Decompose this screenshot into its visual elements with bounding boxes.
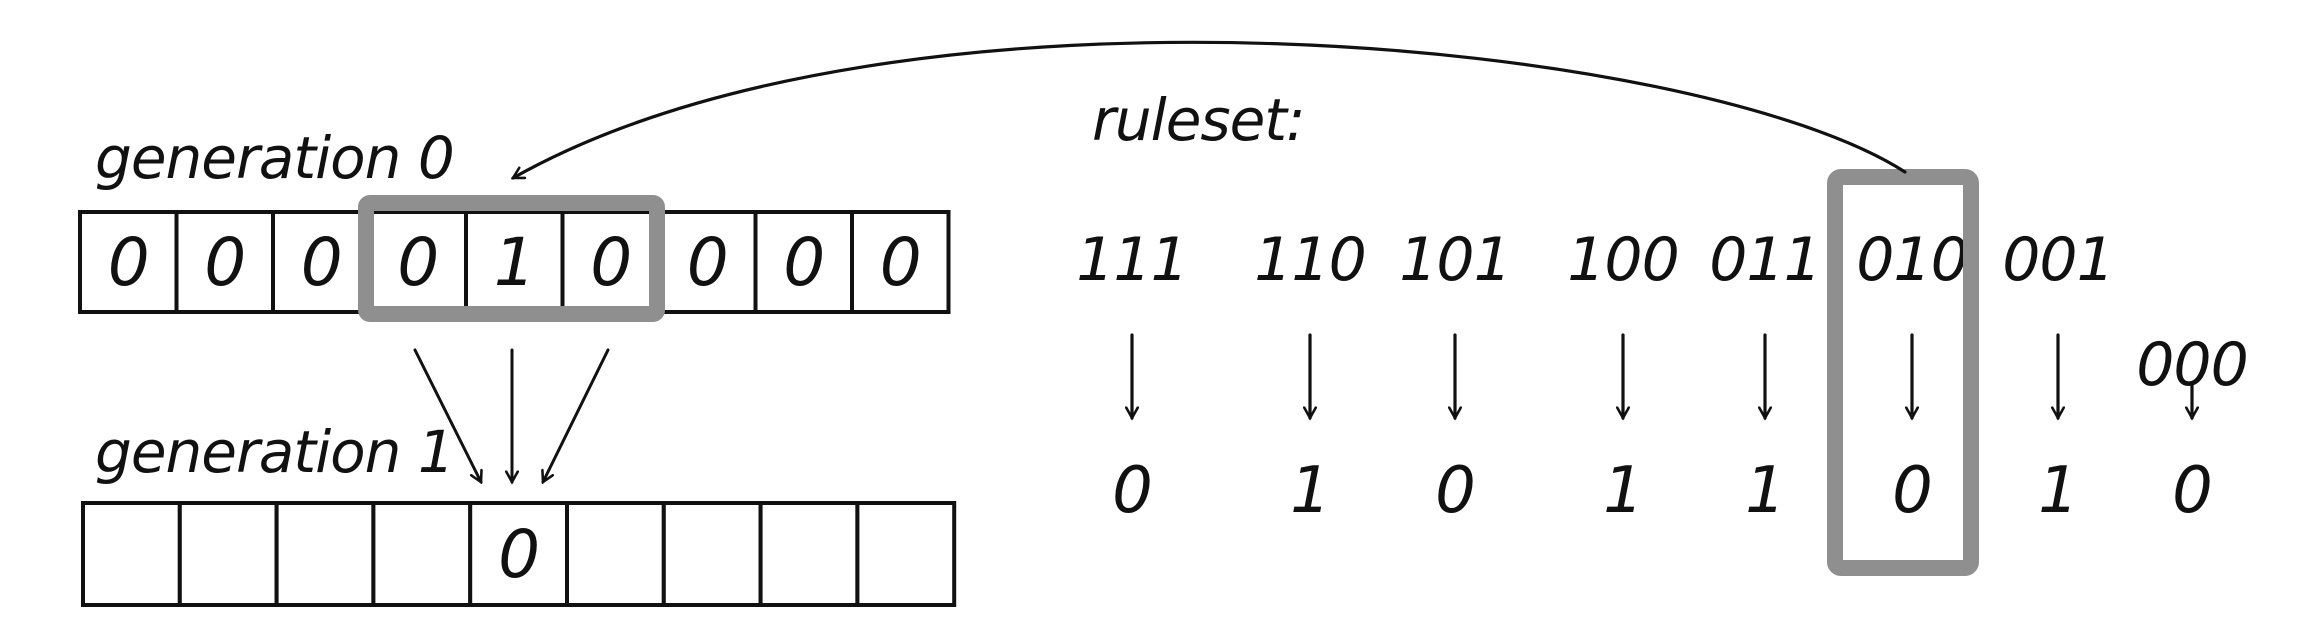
generation-0-cell (657, 210, 758, 314)
rule-output: 0 (1435, 454, 1475, 528)
generation-1-row: 0 (81, 501, 957, 607)
rule-output: 0 (1892, 454, 1932, 528)
rule-pattern: 101 (1399, 225, 1511, 295)
ruleset-label: ruleset: (1092, 86, 1305, 154)
generation-0-cell (850, 210, 951, 314)
neighborhood-arrows (413, 348, 610, 482)
generation-1-cell (661, 501, 763, 607)
rule-output: 1 (1603, 454, 1643, 528)
rule-to-neighborhood-arrow (513, 40, 1907, 180)
rule-output: 1 (1745, 454, 1785, 528)
generation-0-cell (78, 210, 179, 314)
right-neighbor-arrow (543, 348, 610, 482)
rule-pattern: 010 (1856, 225, 1968, 295)
generation-1-cell (177, 501, 279, 607)
rule-pattern: 111 (1076, 225, 1188, 295)
generation-0-cell-value: 0 (687, 224, 728, 301)
generation-0-cell-value: 0 (108, 224, 149, 301)
generation-0-cell-value: 1 (494, 224, 535, 301)
neighborhood-highlight (358, 195, 665, 322)
rule-pattern: 110 (1254, 225, 1366, 295)
generation-0-cell-value: 0 (301, 224, 342, 301)
rule-output: 0 (2172, 454, 2212, 528)
rule-output: 1 (2038, 454, 2078, 528)
rule-highlight (1827, 169, 1979, 576)
left-neighbor-arrow (413, 348, 481, 482)
generation-0-cell-value: 0 (783, 224, 824, 301)
generation-0-cell-value: 0 (880, 224, 921, 301)
generation-0-cell-value: 0 (204, 224, 245, 301)
generation-0-cell (560, 210, 661, 314)
generation-0-label: generation 0 (95, 124, 454, 192)
generation-0-cell (174, 210, 275, 314)
rule-pattern: 011 (1709, 225, 1821, 295)
generation-1-cell-value: 0 (498, 516, 539, 593)
generation-1-cell (371, 501, 473, 607)
generation-1-cell (855, 501, 957, 607)
rule-pattern: 100 (1567, 225, 1679, 295)
generation-0-cell (271, 210, 372, 314)
generation-1-cell (758, 501, 860, 607)
rule-output: 0 (1112, 454, 1152, 528)
generation-0-cell-value: 0 (590, 224, 631, 301)
generation-0-cell (753, 210, 854, 314)
generation-1-label: generation 1 (95, 418, 454, 486)
rule-pattern: 001 (2002, 225, 2114, 295)
generation-1-cell (565, 501, 666, 607)
generation-1-cell (81, 501, 182, 607)
rule-output: 1 (1290, 454, 1330, 528)
generation-1-cell (274, 501, 376, 607)
generation-1-cell (468, 501, 570, 607)
generation-0-cell-value: 0 (397, 224, 438, 301)
